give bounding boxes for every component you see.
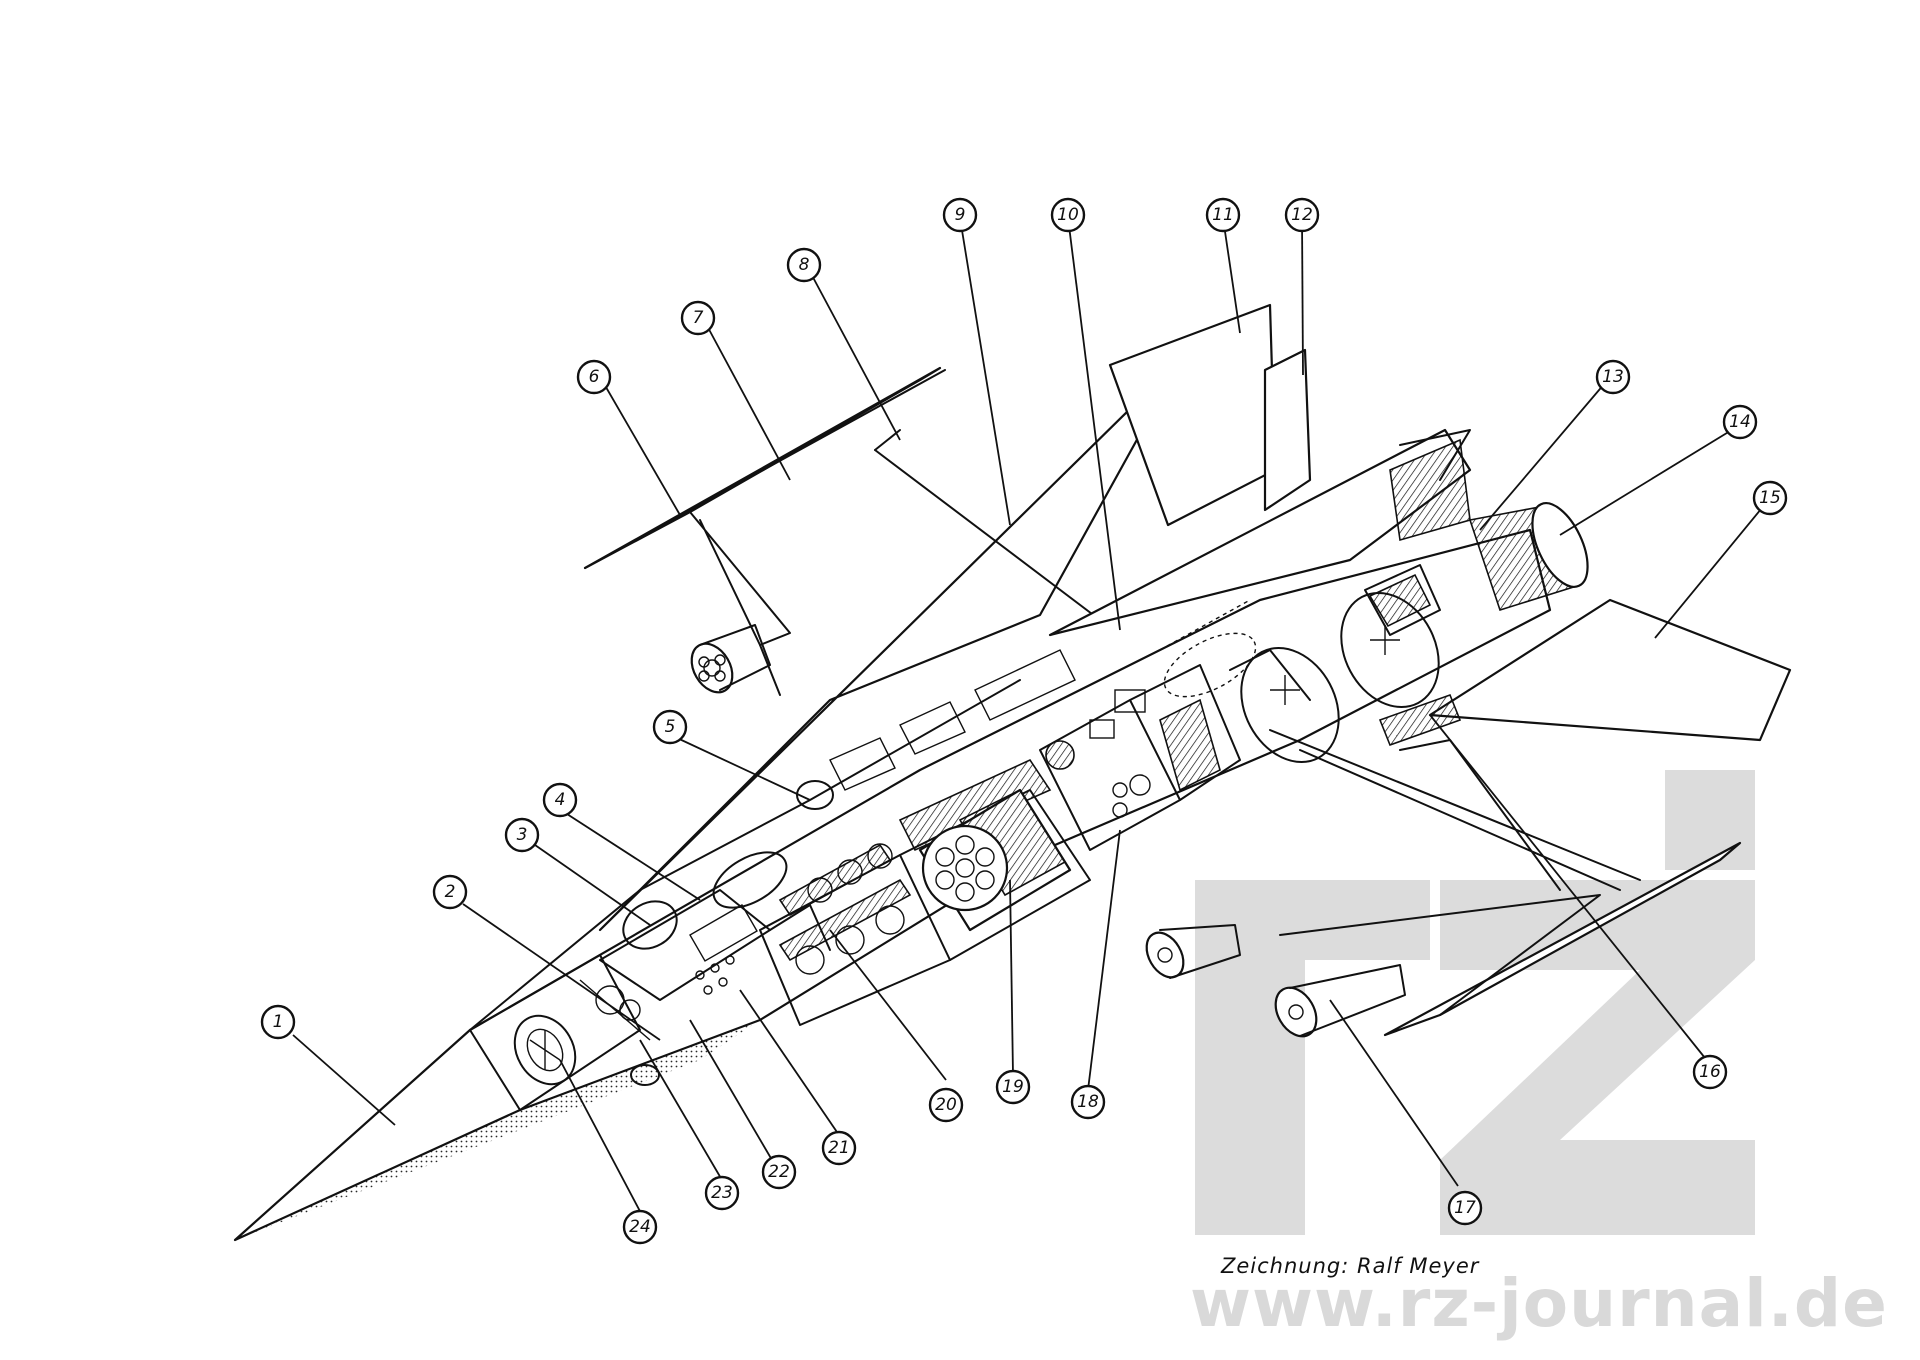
svg-text:8: 8 — [799, 255, 810, 275]
callout-22: 22 — [761, 1154, 797, 1190]
callout-20: 20 — [928, 1087, 964, 1123]
callout-8: 8 — [786, 247, 822, 283]
callout-15: 15 — [1752, 480, 1788, 516]
svg-text:4: 4 — [555, 790, 566, 810]
svg-text:3: 3 — [517, 825, 528, 845]
callout-9: 9 — [942, 197, 978, 233]
callout-4: 4 — [542, 782, 578, 818]
callout-3: 3 — [504, 817, 540, 853]
callout-5: 5 — [652, 709, 688, 745]
svg-text:24: 24 — [629, 1217, 651, 1237]
callout-18: 18 — [1070, 1084, 1106, 1120]
nose-radar — [469, 954, 660, 1111]
svg-text:1: 1 — [273, 1012, 284, 1032]
cockpit-cutaway — [599, 851, 831, 1001]
svg-text:18: 18 — [1077, 1092, 1099, 1112]
callout-10: 10 — [1050, 197, 1086, 233]
left-upper-engine-pod — [690, 624, 771, 694]
left-upper-wing — [583, 366, 946, 696]
callout-6: 6 — [576, 359, 612, 395]
rotary-launcher — [918, 788, 1072, 932]
callout-17: 17 — [1447, 1190, 1483, 1226]
svg-text:13: 13 — [1602, 367, 1624, 387]
callout-11: 11 — [1205, 197, 1241, 233]
svg-text:6: 6 — [589, 367, 600, 387]
callout-14: 14 — [1722, 404, 1758, 440]
svg-text:14: 14 — [1729, 412, 1751, 432]
callout-23: 23 — [704, 1175, 740, 1211]
callouts: 1 2 3 4 5 6 7 8 9 10 11 12 13 14 15 16 1… — [260, 197, 1788, 1245]
callout-7: 7 — [680, 300, 716, 336]
watermark-url: www.rz-journal.de — [1190, 1265, 1888, 1342]
rear-engine-nozzle — [1389, 438, 1589, 611]
leader-lines — [292, 217, 1767, 1216]
equipment-bay — [759, 758, 1091, 1026]
svg-text:16: 16 — [1699, 1062, 1721, 1082]
right-engine-pods — [1145, 924, 1406, 1038]
svg-text:17: 17 — [1454, 1198, 1476, 1218]
callout-24: 24 — [622, 1209, 658, 1245]
right-lower-wing — [1269, 598, 1792, 1037]
svg-text:15: 15 — [1759, 488, 1781, 508]
vertical-fins — [1048, 303, 1472, 637]
callout-2: 2 — [432, 874, 468, 910]
callout-21: 21 — [821, 1130, 857, 1166]
svg-text:2: 2 — [445, 882, 456, 902]
svg-text:12: 12 — [1291, 205, 1313, 225]
delta-wing — [598, 348, 1192, 932]
belly-nozzle — [1378, 693, 1462, 747]
callout-12: 12 — [1284, 197, 1320, 233]
callout-1: 1 — [260, 1004, 296, 1040]
svg-text:22: 22 — [768, 1162, 790, 1182]
svg-text:23: 23 — [711, 1183, 733, 1203]
callout-16: 16 — [1692, 1054, 1728, 1090]
svg-text:21: 21 — [828, 1138, 850, 1158]
svg-text:5: 5 — [665, 717, 676, 737]
callout-19: 19 — [995, 1069, 1031, 1105]
mid-fuselage-frames — [1039, 664, 1241, 851]
svg-text:20: 20 — [935, 1095, 957, 1115]
svg-text:9: 9 — [955, 205, 966, 225]
callout-13: 13 — [1595, 359, 1631, 395]
svg-text:10: 10 — [1057, 205, 1079, 225]
svg-text:11: 11 — [1212, 205, 1234, 225]
svg-text:7: 7 — [693, 308, 704, 328]
drawing-credit: Zeichnung: Ralf Meyer — [1221, 1254, 1480, 1278]
svg-text:19: 19 — [1002, 1077, 1024, 1097]
